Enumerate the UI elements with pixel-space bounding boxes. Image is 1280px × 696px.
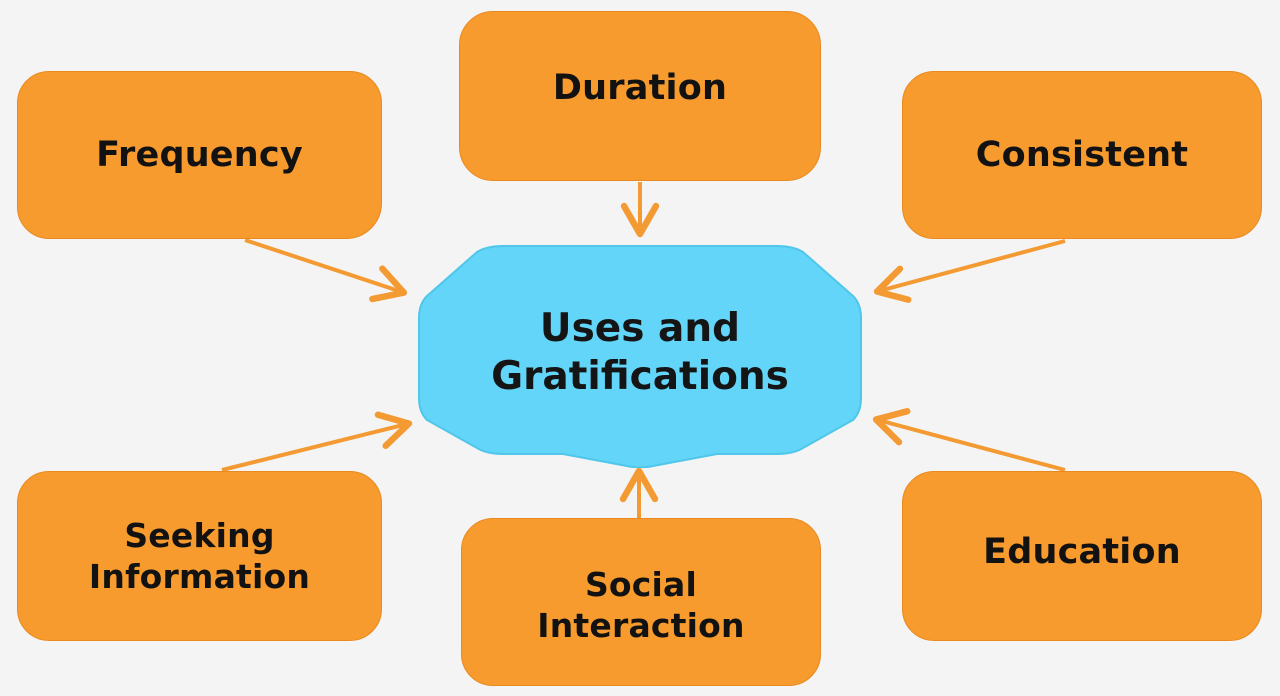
node-frequency: Frequency — [17, 71, 382, 239]
node-social-interaction-label: Social Interaction — [537, 565, 745, 645]
node-education: Education — [902, 471, 1262, 641]
arrow-education-to-center — [872, 408, 1066, 472]
node-seeking-information: Seeking Information — [17, 471, 382, 641]
center-node-label-wrap: Uses and Gratifications — [417, 238, 863, 468]
center-hexagon-shape — [418, 245, 862, 468]
arrow-seeking-information-to-center — [221, 411, 413, 472]
arrow-consistent-to-center — [873, 239, 1066, 303]
node-consistent-label: Consistent — [975, 135, 1189, 175]
node-seeking-information-label: Seeking Information — [88, 516, 311, 596]
center-node-label: Uses and Gratifications — [491, 306, 789, 399]
center-node: Uses and Gratifications — [417, 238, 863, 468]
node-duration-label: Duration — [552, 68, 728, 108]
node-social-interaction: Social Interaction — [461, 518, 821, 686]
node-frequency-label: Frequency — [96, 135, 303, 175]
arrow-frequency-to-center — [244, 238, 408, 303]
node-consistent: Consistent — [902, 71, 1262, 239]
node-duration: Duration — [459, 11, 821, 181]
node-education-label: Education — [983, 532, 1181, 572]
